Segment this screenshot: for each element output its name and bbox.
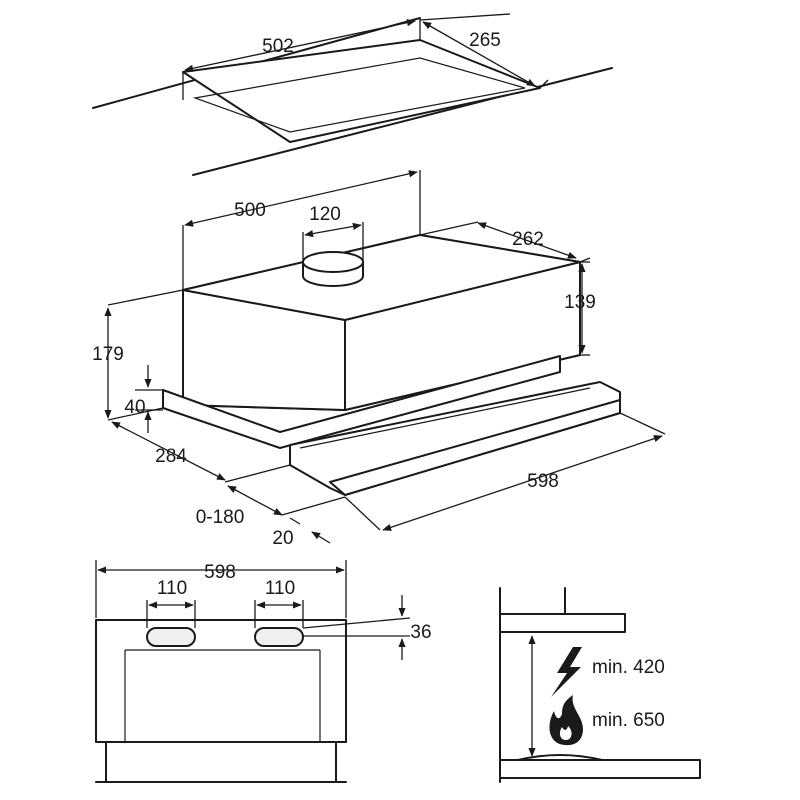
hood-width-dimension [184,170,418,227]
front-slot-right [254,627,304,647]
cutout-width-label: 502 [262,36,294,57]
lightning-icon [551,647,582,697]
hood-isometric: 500 120 262 139 179 40 284 0-180 20 598 [92,170,666,549]
hob-burner [517,754,603,761]
slot-height-label: 36 [410,622,431,643]
hood-depth-total-dimension [111,421,226,481]
clearance-gas-label: min. 650 [592,710,665,731]
slot-left-label: 110 [157,578,187,599]
cutout-depth-label: 265 [469,30,501,51]
cutout-depth-dimension [422,21,536,87]
outlet-dimension [304,222,362,238]
front-view-lower [105,741,337,783]
front-view-body [95,619,347,743]
flame-icon [549,695,583,746]
front-width-label: 598 [527,471,559,492]
hood-depth-label: 262 [512,229,544,250]
hood-depth-total-label: 284 [155,446,187,467]
clearance-hood [499,613,626,633]
clearance-diagram: min. 420 min. 650 [499,587,701,783]
clearance-hob [499,759,701,779]
front-width-dimension [382,435,663,531]
outlet-label: 120 [309,204,341,225]
outlet-collar [302,251,364,287]
hood-body-height-label: 139 [564,292,596,313]
hood-width-label: 500 [234,200,266,221]
front-offset-dimension [311,531,331,544]
extension-dimension [227,485,283,516]
hood-total-height-label: 179 [92,344,124,365]
front-height-label: 40 [124,397,145,418]
hood-depth-dimension [477,222,577,259]
front-view-width-label: 598 [204,562,236,583]
front-slot-left [146,627,196,647]
cutout-width-dimension [184,19,416,72]
clearance-electric-label: min. 420 [592,657,665,678]
slot-right-label: 110 [265,578,295,599]
front-offset-label: 20 [272,528,293,549]
cutout-drawing: 502 265 [92,13,613,176]
hood-front-view: 598 110 110 36 [95,560,432,783]
extension-label: 0-180 [196,507,245,528]
